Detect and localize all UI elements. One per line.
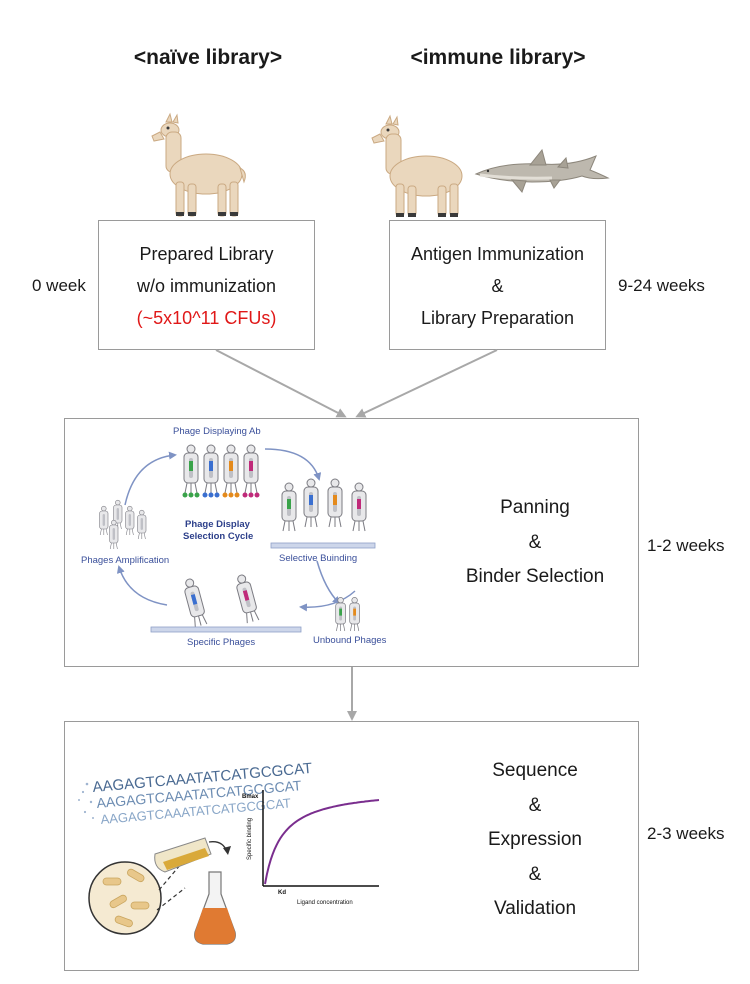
naive-box-line1: Prepared Library	[139, 244, 274, 264]
shark-icon	[474, 148, 610, 193]
cycle-center-line1: Phage Display	[185, 519, 251, 530]
immune-box-line3: Library Preparation	[420, 308, 575, 328]
immune-box-line1: Antigen Immunization	[410, 244, 585, 264]
immune-box-line2: &	[491, 276, 504, 296]
naive-to-panning-arrow	[215, 349, 347, 418]
panning-duration: 1-2 weeks	[647, 536, 725, 555]
sequence-line2: &	[528, 794, 542, 816]
cycle-step-unbound: Unbound Phages	[313, 635, 387, 646]
sequence-line1: Sequence	[492, 760, 578, 781]
sequence-title: Sequence & Expression & Validation	[435, 754, 635, 927]
naive-library-heading: <naïve library>	[133, 46, 283, 69]
sequence-duration: 2-3 weeks	[647, 824, 725, 843]
sequence-illustration: AAGAGTCAAATATCATGCGCAT AAGAGTCAAATATCATG…	[78, 760, 380, 945]
bmax-label: Bmax	[242, 794, 259, 800]
panning-line2: &	[528, 531, 542, 553]
immune-library-box: Antigen Immunization & Library Preparati…	[389, 220, 606, 350]
sequence-line4: &	[528, 863, 542, 885]
binding-xlabel: Ligand concentration	[297, 900, 353, 906]
panning-line3: Binder Selection	[465, 566, 605, 587]
cycle-step-amplification: Phages Amplification	[81, 555, 169, 566]
phage-display-cycle: Phage Displaying Ab Selective Buinding P…	[81, 426, 387, 648]
immune-library-heading: <immune library>	[410, 46, 586, 69]
llama-icon	[371, 114, 463, 217]
naive-box-cfu: (~5x10^11 CFUs)	[136, 308, 277, 328]
naive-duration: 0 week	[32, 276, 86, 295]
sequence-line3: Expression	[488, 829, 582, 850]
immune-to-panning-arrow	[355, 349, 498, 418]
naive-library-box: Prepared Library w/o immunization (~5x10…	[98, 220, 315, 350]
binding-chart: Bmax Kd Ligand concentration Specific bi…	[242, 790, 380, 906]
naive-box-line2: w/o immunization	[136, 276, 277, 296]
kd-label: Kd	[278, 890, 286, 896]
llama-icon	[151, 112, 246, 217]
cycle-step-binding: Selective Buinding	[279, 553, 357, 564]
cycle-step-specific: Specific Phages	[187, 637, 255, 648]
binding-curve	[264, 799, 380, 885]
immune-duration: 9-24 weeks	[618, 276, 705, 295]
binding-ylabel: Specific binding	[247, 818, 253, 860]
cycle-step-display: Phage Displaying Ab	[173, 426, 261, 437]
sequence-box: AAGAGTCAAATATCATGCGCAT AAGAGTCAAATATCATG…	[64, 721, 639, 971]
sequence-line5: Validation	[493, 898, 577, 919]
panning-title: Panning & Binder Selection	[435, 491, 635, 595]
panning-box: Phage Displaying Ab Selective Buinding P…	[64, 418, 639, 667]
cycle-center-line2: Selection Cycle	[183, 531, 253, 542]
panning-line1: Panning	[500, 497, 570, 518]
